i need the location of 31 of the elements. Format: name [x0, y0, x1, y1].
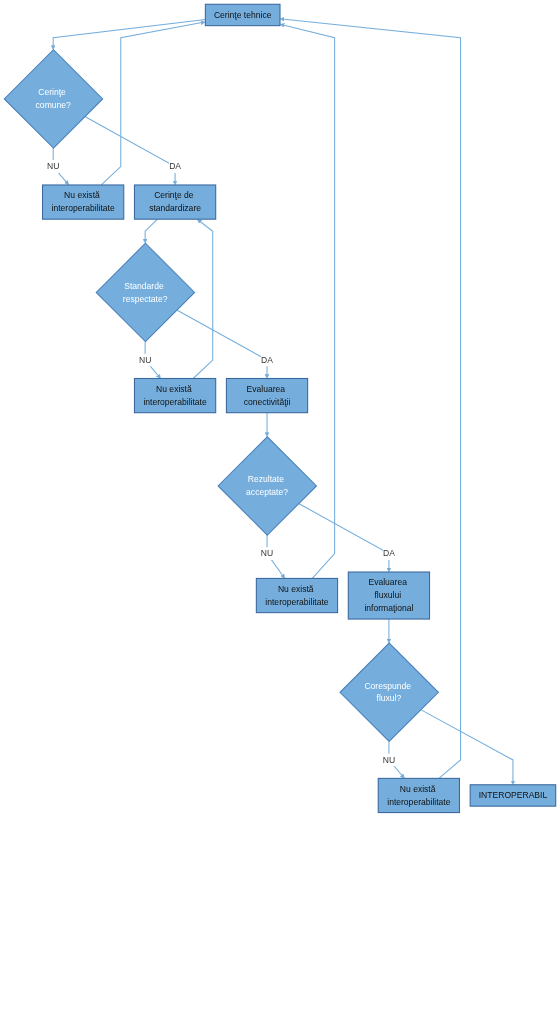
node-box: Nu există interoperabilitate: [377, 777, 460, 814]
node-box: Nu există interoperabilitate: [133, 377, 217, 414]
node-diamond: Cerinţe comune?: [3, 48, 104, 149]
node-box: Evaluarea fluxului informaţional: [347, 571, 431, 620]
arrow: [84, 115, 178, 186]
edge-label: DA: [169, 161, 182, 171]
edge-label: NU: [382, 755, 396, 765]
node-diamond: Rezultate acceptate?: [217, 436, 318, 536]
arrow: [50, 18, 206, 50]
edge-label: NU: [47, 161, 60, 171]
arrow: [176, 309, 270, 379]
node-box: Cerinţe de standardizare: [133, 184, 217, 220]
node-box: Evaluarea conectivităţii: [225, 377, 309, 414]
arrow: [142, 218, 159, 244]
edge-label: DA: [261, 355, 273, 365]
node-box: Nu există interoperabilitate: [41, 184, 125, 220]
arrow: [279, 22, 336, 579]
arrow: [192, 218, 214, 380]
node-box: Cerinţe tehnice: [204, 3, 281, 27]
arrow: [264, 412, 270, 437]
arrow: [298, 502, 392, 573]
edge-label: NU: [138, 355, 152, 365]
arrow: [100, 20, 206, 186]
edge-label: DA: [382, 548, 395, 558]
node-box: INTEROPERABIL: [469, 784, 557, 807]
arrow: [420, 709, 516, 785]
arrow: [386, 618, 392, 644]
node-diamond: Corespunde fluxul?: [339, 642, 440, 743]
node-box: Nu există interoperabilitate: [255, 577, 339, 614]
node-diamond: Standarde respectate?: [95, 242, 196, 343]
edge-label: NU: [260, 548, 274, 558]
